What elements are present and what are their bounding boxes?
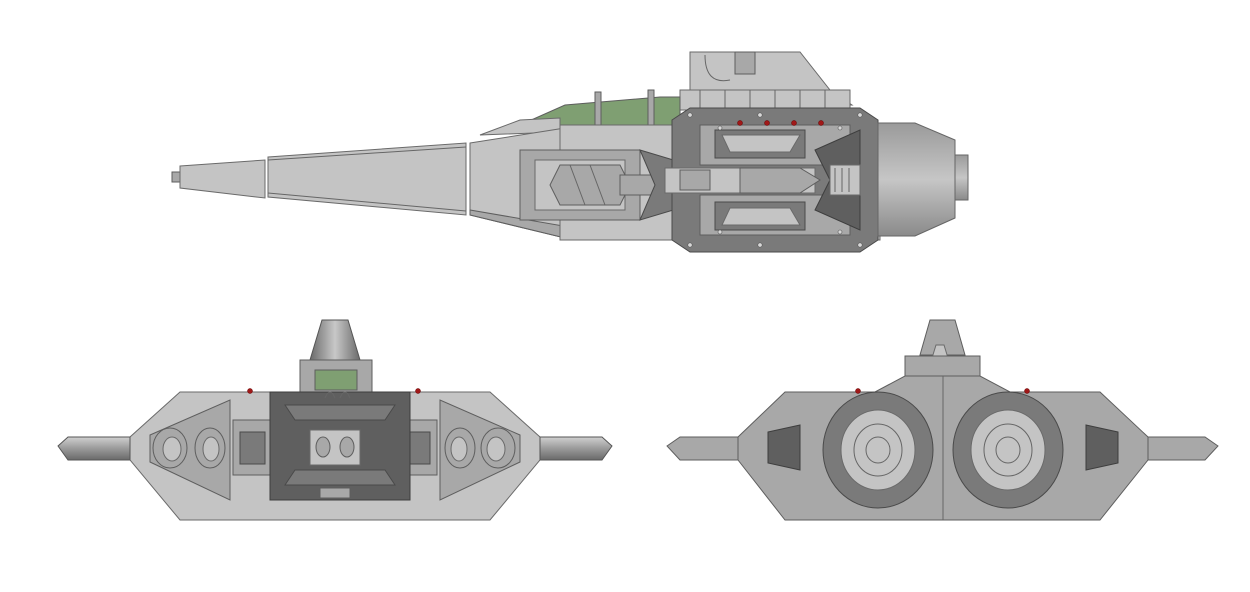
front-intakes <box>152 419 516 476</box>
front-nose-cone <box>309 319 361 361</box>
right-vent <box>1085 424 1119 471</box>
right-wing-pod <box>539 436 613 461</box>
dorsal-tower <box>679 51 854 111</box>
rear-fin <box>919 319 966 356</box>
right-thruster <box>952 391 1064 509</box>
front-canopy <box>314 369 358 391</box>
left-vent <box>767 424 801 471</box>
left-thruster <box>822 391 934 509</box>
side-view <box>171 51 969 253</box>
indicator-lights <box>737 120 824 126</box>
engine-housing <box>664 107 879 253</box>
nose-section <box>171 127 576 239</box>
left-wing-pod <box>57 436 131 461</box>
engine-nozzle <box>877 122 969 237</box>
right-rear-pod <box>1147 436 1219 461</box>
canopy <box>479 89 681 136</box>
left-rear-pod <box>666 436 739 461</box>
rear-view <box>666 319 1219 521</box>
bolt-set <box>687 112 863 248</box>
front-view <box>57 319 613 521</box>
